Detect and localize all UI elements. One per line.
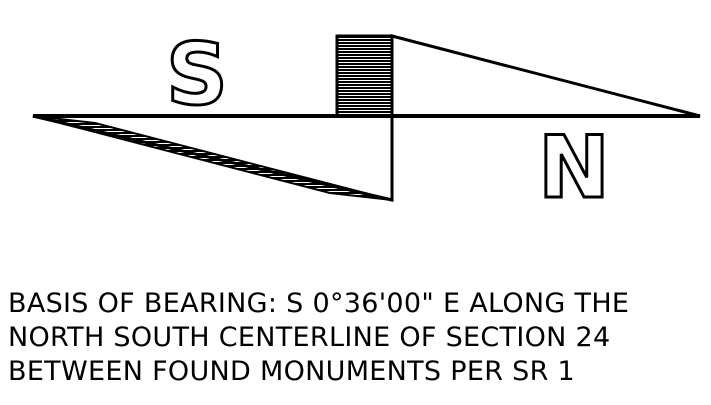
note-line-1: BASIS OF BEARING: S 0°36'00" E ALONG THE (8, 288, 629, 319)
south-half-arrow-icon (32, 114, 394, 202)
north-label: N (538, 118, 610, 218)
north-half-arrow-icon (335, 34, 701, 200)
north-arrow: S N (32, 24, 701, 220)
note-line-3: BETWEEN FOUND MONUMENTS PER SR 1 (8, 356, 575, 387)
south-label: S (166, 25, 228, 125)
note-line-2: NORTH SOUTH CENTERLINE OF SECTION 24 (8, 322, 610, 353)
basis-of-bearing-note: BASIS OF BEARING: S 0°36'00" E ALONG THE… (8, 288, 629, 387)
